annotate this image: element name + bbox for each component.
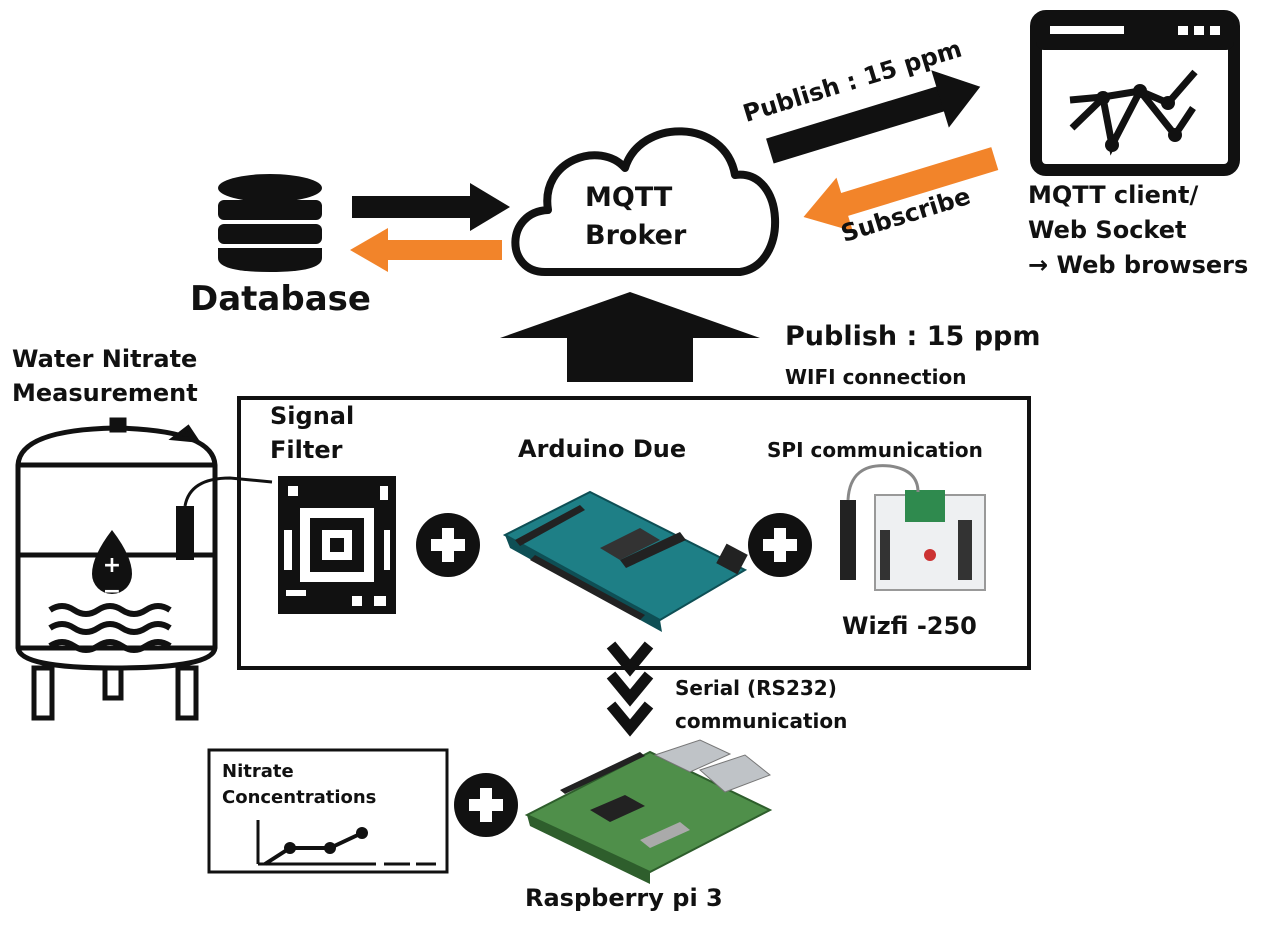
- broker-label-line1: MQTT: [585, 182, 673, 213]
- publish-main-label: Publish : 15 ppm: [785, 321, 1041, 352]
- signal-filter-chip-icon: [278, 476, 396, 614]
- raspberry-pi-board-image: [524, 739, 773, 884]
- browser-window-icon: [1030, 10, 1240, 176]
- database-icon: [218, 174, 322, 272]
- plus-icon: [748, 513, 812, 577]
- broker-label-line2: Broker: [585, 220, 687, 251]
- web-client-line2: Web Socket: [1028, 216, 1187, 244]
- arduino-board-image: [502, 490, 748, 632]
- web-client-line1: MQTT client/: [1028, 181, 1199, 209]
- plus-sign: +: [103, 553, 121, 578]
- wifi-label: WIFI connection: [785, 365, 967, 389]
- tank-label-line1: Water Nitrate: [12, 345, 198, 373]
- publish-arrow: [766, 70, 981, 164]
- tank-label-line2: Measurement: [12, 379, 198, 407]
- chart-panel-line2: Concentrations: [222, 787, 377, 808]
- chart-panel-line1: Nitrate: [222, 761, 294, 782]
- web-client-line3: → Web browsers: [1028, 251, 1249, 279]
- wizfi-label: Wizfi -250: [842, 612, 977, 640]
- raspberry-label: Raspberry pi 3: [525, 884, 723, 912]
- wizfi-board-image: [840, 464, 986, 591]
- signal-filter-label-line1: Signal: [270, 402, 355, 430]
- signal-filter-label-line2: Filter: [270, 436, 343, 464]
- serial-label-line1: Serial (RS232): [675, 676, 837, 700]
- serial-label-line2: communication: [675, 709, 848, 733]
- minus-sign: −: [103, 579, 121, 604]
- spi-label: SPI communication: [767, 438, 983, 462]
- water-tank-icon: [15, 417, 273, 721]
- cloud-icon: [511, 127, 780, 276]
- chevron-down-icon: [606, 641, 654, 737]
- database-label: Database: [190, 279, 371, 319]
- arduino-label: Arduino Due: [518, 435, 687, 463]
- plus-icon: [454, 773, 518, 837]
- nitrate-chart-panel: [207, 748, 449, 874]
- publish-up-arrow: [500, 292, 760, 382]
- subscribe-arrow: [803, 147, 999, 232]
- plus-icon: [416, 513, 480, 577]
- database-to-broker-arrow: [352, 183, 510, 231]
- broker-to-database-arrow: [350, 228, 502, 272]
